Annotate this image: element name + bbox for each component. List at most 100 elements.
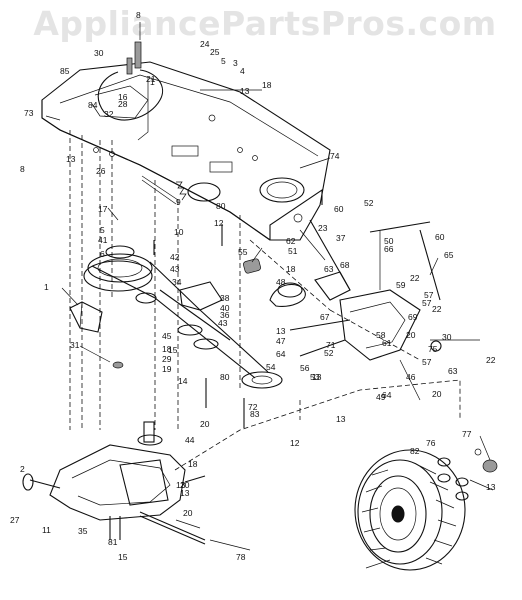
callout-59: 59 (396, 280, 406, 290)
callout-61: 61 (382, 338, 392, 348)
callout-18: 18 (162, 344, 172, 354)
callout-10: 10 (174, 227, 184, 237)
idler-bracket (141, 175, 261, 311)
callout-24: 24 (200, 39, 210, 49)
callout-5: 5 (100, 225, 105, 235)
callout-45: 45 (162, 331, 172, 341)
callout-50: 50 (384, 236, 394, 246)
callout-12: 12 (290, 438, 300, 448)
callout-58: 58 (376, 330, 386, 340)
callout-57: 57 (422, 357, 432, 367)
callout-11: 11 (42, 525, 51, 535)
callout-46: 46 (406, 372, 416, 382)
callout-20: 20 (406, 330, 416, 340)
callout-76: 76 (426, 438, 436, 448)
callout-13: 13 (180, 488, 190, 498)
callout-5: 5 (221, 56, 226, 66)
callout-52: 52 (364, 198, 374, 208)
hub-hardware (437, 448, 498, 501)
callout-56: 56 (300, 363, 310, 373)
callout-18: 18 (188, 459, 198, 469)
callout-80: 80 (220, 372, 230, 382)
callout-36: 36 (220, 310, 230, 320)
callout-20: 20 (183, 508, 193, 518)
callout-48: 48 (276, 277, 286, 287)
callout-72: 72 (248, 402, 258, 412)
callout-60: 60 (435, 232, 445, 242)
callout-26: 26 (96, 166, 106, 176)
callout-28: 28 (118, 99, 128, 109)
callout-80: 80 (216, 201, 226, 211)
callout-25: 25 (210, 47, 220, 57)
callout-13: 13 (176, 480, 186, 490)
callout-85: 85 (60, 66, 70, 76)
callout-83: 83 (250, 409, 260, 419)
callout-44: 44 (185, 435, 195, 445)
callout-8: 8 (20, 164, 25, 174)
callout-78: 78 (236, 552, 246, 562)
callout-31: 31 (70, 340, 80, 350)
callout-20: 20 (180, 480, 190, 490)
callout-73: 73 (24, 108, 34, 118)
callout-8: 8 (136, 10, 141, 20)
callout-4: 4 (240, 66, 245, 76)
callout-69: 69 (408, 312, 418, 322)
callout-20: 20 (200, 419, 210, 429)
callout-52: 52 (324, 348, 334, 358)
callout-55: 55 (238, 247, 248, 257)
callout-42: 42 (170, 252, 180, 262)
callout-51: 51 (288, 246, 298, 256)
shift-linkage (269, 219, 480, 401)
callout-32: 32 (104, 109, 114, 119)
callout-37: 37 (336, 233, 346, 243)
callout-29: 29 (162, 354, 172, 364)
callout-22: 22 (410, 273, 420, 283)
callout-64: 64 (276, 349, 286, 359)
callout-13: 13 (276, 326, 286, 336)
callout-21: 21 (146, 74, 156, 84)
callout-2: 2 (20, 464, 25, 474)
cover-plate (69, 301, 103, 333)
callout-15: 15 (118, 552, 128, 562)
callout-74: 74 (330, 151, 340, 161)
assembly-lines (69, 130, 461, 471)
callout-13: 13 (66, 154, 76, 164)
callout-13: 13 (312, 372, 322, 382)
callout-40: 40 (220, 303, 230, 313)
callout-67: 67 (320, 312, 330, 322)
callout-17: 17 (98, 204, 108, 214)
callout-1: 1 (44, 282, 49, 292)
callout-66: 66 (384, 244, 394, 254)
callout-49: 49 (376, 392, 386, 402)
callout-27: 27 (10, 515, 20, 525)
callout-41: 41 (98, 235, 108, 245)
callout-19: 19 (162, 364, 172, 374)
callout-6: 6 (100, 249, 105, 259)
callout-14: 14 (178, 376, 188, 386)
callout-30: 30 (442, 332, 452, 342)
callout-23: 23 (318, 223, 328, 233)
watermark-text: AppliancePartsPros.com (33, 4, 497, 43)
callout-68: 68 (340, 260, 350, 270)
callout-81: 81 (108, 537, 118, 547)
callout-54: 54 (266, 362, 276, 372)
callout-22: 22 (432, 304, 442, 314)
callout-34: 34 (172, 277, 182, 287)
cable-assembly (97, 41, 164, 141)
callout-62: 62 (286, 236, 296, 246)
callout-57: 57 (422, 298, 432, 308)
callout-82: 82 (410, 446, 420, 456)
wheel-assembly (354, 449, 466, 571)
callout-60: 60 (334, 204, 344, 214)
callout-77: 77 (462, 429, 472, 439)
callout-1: 1 (150, 77, 155, 87)
transaxle (22, 421, 206, 545)
callout-38: 38 (220, 293, 230, 303)
callout-13: 13 (486, 482, 496, 492)
leader-lines (45, 22, 494, 569)
callout-16: 16 (118, 92, 128, 102)
callout-75: 75 (428, 344, 438, 354)
callout-53: 53 (310, 372, 320, 382)
